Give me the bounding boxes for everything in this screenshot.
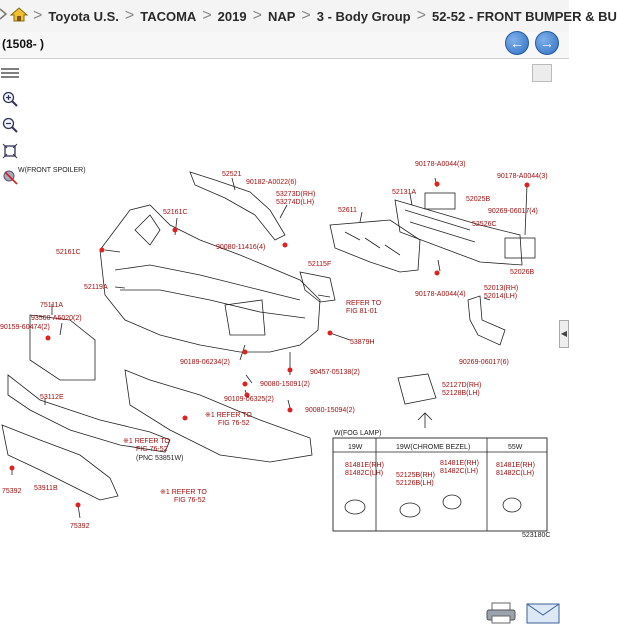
- fit-icon[interactable]: [1, 142, 19, 160]
- part-label[interactable]: 52128B(LH): [442, 390, 480, 397]
- part-label[interactable]: 75392: [70, 523, 90, 530]
- printer-icon[interactable]: [486, 602, 516, 629]
- part-label[interactable]: 93560-A6020(2): [31, 315, 82, 322]
- sub-header: (1508- ) ← →: [0, 31, 569, 59]
- part-label[interactable]: 52125B(RH): [396, 472, 435, 479]
- part-label[interactable]: 81482C(LH): [496, 470, 534, 477]
- part-label[interactable]: 52119A: [84, 284, 108, 291]
- arrow-right-icon: →: [540, 35, 554, 51]
- part-label[interactable]: 53879H: [350, 339, 375, 346]
- part-label[interactable]: 53112E: [40, 394, 64, 401]
- part-label[interactable]: 53911B: [34, 485, 58, 492]
- part-label[interactable]: 52127D(RH): [442, 382, 481, 389]
- part-label[interactable]: 52161C: [56, 249, 81, 256]
- pin-icon[interactable]: [1, 168, 19, 186]
- part-label[interactable]: 90080-15094(2): [305, 407, 355, 414]
- part-label[interactable]: 52131A: [392, 189, 416, 196]
- part-label[interactable]: 81481E(RH): [496, 462, 535, 469]
- breadcrumb-separator: >: [416, 7, 426, 24]
- menu-icon[interactable]: [1, 64, 19, 82]
- part-label: 19W(CHROME BEZEL): [396, 444, 470, 451]
- part-label[interactable]: FIG 76-52: [218, 420, 250, 427]
- arrow-left-icon: ←: [510, 35, 524, 51]
- breadcrumb-item-section[interactable]: 52-52 - FRONT BUMPER & BU: [431, 8, 617, 24]
- part-label[interactable]: 52025B: [466, 196, 490, 203]
- home-icon[interactable]: [9, 6, 29, 27]
- bottom-actions: [486, 602, 560, 629]
- email-icon[interactable]: [526, 602, 560, 629]
- part-label[interactable]: 90457-05138(2): [310, 369, 360, 376]
- part-label[interactable]: 75111A: [40, 302, 63, 309]
- part-label[interactable]: 90178-A0044(3): [415, 161, 466, 168]
- part-label[interactable]: 81481E(RH): [440, 460, 479, 467]
- expand-arrow-icon[interactable]: [0, 7, 8, 26]
- part-label[interactable]: 52014(LH): [484, 293, 517, 300]
- part-label[interactable]: 52115F: [308, 261, 331, 268]
- breadcrumb-item-group[interactable]: 3 - Body Group: [316, 8, 411, 24]
- breadcrumb-item-make[interactable]: Toyota U.S.: [48, 8, 119, 24]
- part-label[interactable]: 52526C: [472, 221, 497, 228]
- part-label[interactable]: 75392: [2, 488, 22, 495]
- side-panel-toggle[interactable]: ◀: [559, 320, 569, 348]
- part-label[interactable]: 81482C(LH): [440, 468, 478, 475]
- part-label[interactable]: FIG 76-52: [136, 446, 168, 453]
- part-label[interactable]: 52013(RH): [484, 285, 518, 292]
- breadcrumb: > Toyota U.S. > TACOMA > 2019 > NAP > 3 …: [0, 0, 617, 33]
- part-label[interactable]: ※1 REFER TO: [205, 412, 252, 419]
- part-label[interactable]: 90159-60474(2): [0, 324, 50, 331]
- part-label[interactable]: 53274D(LH): [276, 199, 314, 206]
- part-label[interactable]: 53273D(RH): [276, 191, 315, 198]
- part-label[interactable]: 90080-11416(4): [216, 244, 265, 251]
- part-label[interactable]: 90178-A0044(4): [415, 291, 466, 298]
- part-label[interactable]: 90178-A0044(3): [497, 173, 548, 180]
- breadcrumb-separator: >: [252, 7, 262, 24]
- part-label[interactable]: 90269-06017(4): [488, 208, 538, 215]
- part-label: 55W: [508, 444, 523, 451]
- breadcrumb-item-region[interactable]: NAP: [267, 8, 296, 24]
- part-label[interactable]: FIG 81-01: [346, 308, 378, 315]
- part-label[interactable]: ※1 REFER TO: [160, 489, 207, 496]
- part-label[interactable]: 52611: [338, 207, 357, 214]
- part-label[interactable]: 81481E(RH): [345, 462, 384, 469]
- part-label[interactable]: REFER TO: [346, 300, 382, 307]
- part-label[interactable]: (PNC 53851W): [136, 455, 183, 462]
- forward-button[interactable]: →: [535, 31, 559, 55]
- part-label[interactable]: ※1 REFER TO: [123, 438, 170, 445]
- part-label[interactable]: 52521: [222, 171, 242, 178]
- diagram-code: 523180C: [522, 532, 550, 539]
- part-label[interactable]: 52161C: [163, 209, 188, 216]
- zoom-in-icon[interactable]: [1, 90, 19, 108]
- variant-caption: W(FRONT SPOILER): [18, 167, 86, 174]
- breadcrumb-separator: >: [202, 7, 212, 24]
- part-label[interactable]: 52026B: [510, 269, 534, 276]
- part-label[interactable]: 81482C(LH): [345, 470, 383, 477]
- overview-toggle[interactable]: [532, 64, 552, 82]
- part-label[interactable]: 90182-A0022(6): [246, 179, 297, 186]
- breadcrumb-item-year[interactable]: 2019: [217, 8, 247, 24]
- zoom-out-icon[interactable]: [1, 116, 19, 134]
- breadcrumb-separator: >: [301, 7, 311, 24]
- zoom-toolbar: [0, 60, 22, 194]
- breadcrumb-separator: >: [33, 7, 43, 24]
- parts-diagram: 52521 90182-A0022(6) 53273D(RH) 53274D(L…: [0, 161, 550, 539]
- part-label[interactable]: 90109-06325(2): [224, 396, 274, 403]
- part-label[interactable]: 90080-15091(2): [260, 381, 310, 388]
- part-label[interactable]: 90269-06017(6): [459, 359, 509, 366]
- breadcrumb-item-model[interactable]: TACOMA: [140, 8, 197, 24]
- back-button[interactable]: ←: [505, 31, 529, 55]
- part-label[interactable]: 52126B(LH): [396, 480, 434, 487]
- part-label[interactable]: FIG 76-52: [174, 497, 206, 504]
- breadcrumb-separator: >: [124, 7, 135, 24]
- part-label[interactable]: 90189-06234(2): [180, 359, 230, 366]
- production-range: (1508- ): [2, 37, 45, 51]
- part-label: W(FOG LAMP): [334, 430, 381, 437]
- chevron-left-icon: ◀: [560, 329, 568, 338]
- part-label: 19W: [348, 444, 363, 451]
